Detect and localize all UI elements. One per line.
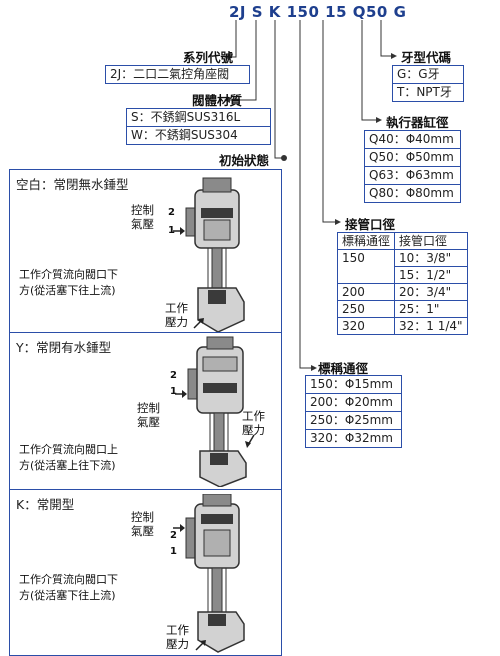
- port-cell: 32：1 1/4": [394, 317, 468, 335]
- port-row: 320 32：1 1/4": [336, 317, 468, 335]
- actuator-row: Q40：Φ40mm: [369, 132, 454, 146]
- port-cell: 250: [336, 300, 396, 318]
- actuator-box: Q40：Φ40mm Q50：Φ50mm Q63：Φ63mm Q80：Φ80mm: [364, 130, 461, 203]
- port-header-row: 標稱通徑 接管口徑: [336, 232, 468, 250]
- port-number: 2: [168, 207, 175, 218]
- panel-title: K：常開型: [16, 497, 75, 512]
- port-header: 接管口徑: [394, 232, 468, 250]
- port-cell: 320: [336, 317, 396, 335]
- port-cell: 10：3/8": [394, 249, 468, 267]
- port-row: 15：1/2": [336, 266, 468, 284]
- port-table: 標稱通徑 接管口徑 150 10：3/8" 15：1/2" 200 20：3/4…: [336, 232, 468, 335]
- series-row: 2J：二口二氣控角座閥: [110, 67, 230, 81]
- work-arrow-icon: [195, 640, 206, 651]
- port-number: 1: [168, 225, 175, 236]
- thread-code-box: G：G牙 T：NPT牙: [392, 65, 464, 102]
- series-box: 2J：二口二氣控角座閥: [105, 65, 250, 84]
- actuator-row: Q50：Φ50mm: [365, 148, 460, 166]
- work-pressure-label: 壓力: [166, 637, 189, 651]
- port-number: 2: [170, 530, 177, 541]
- thread-code-row: T：NPT牙: [393, 83, 463, 101]
- port-cell: 150: [336, 249, 396, 267]
- actuator-row: Q80：Φ80mm: [365, 184, 460, 202]
- valve-cross-section: [173, 494, 245, 653]
- port-cell: [336, 266, 396, 284]
- nominal-row: 200：Φ20mm: [306, 393, 401, 411]
- flow-text-line: 工作介質流向閥口上: [19, 443, 118, 456]
- control-pressure-label: 控制: [131, 203, 154, 217]
- work-pressure-label: 工作: [166, 623, 189, 637]
- valve-cross-section: [173, 177, 245, 332]
- initial-state-title: 初始狀態: [219, 153, 270, 168]
- port-row: 200 20：3/4": [336, 283, 468, 301]
- control-pressure-label: 氣壓: [131, 217, 154, 231]
- control-arrow-icon: [173, 524, 185, 532]
- work-arrow-icon: [245, 434, 255, 448]
- panel-normally-open: K：常開型 工作介質流向閥口下 方(從活塞下往上流) 控制 氣壓 工作 壓力 2…: [9, 489, 282, 656]
- work-pressure-label: 工作: [165, 301, 188, 315]
- port-cell: 20：3/4": [394, 283, 468, 301]
- thread-code-row: G：G牙: [397, 67, 440, 81]
- port-number: 1: [170, 386, 177, 397]
- flow-text-line: 方(從活塞下往上流): [19, 284, 116, 297]
- actuator-title: 執行器缸徑: [386, 115, 449, 130]
- actuator-row: Q63：Φ63mm: [365, 166, 460, 184]
- valve-cross-section: [175, 336, 255, 487]
- flow-text-line: 工作介質流向閥口下: [19, 268, 118, 281]
- port-number: 1: [170, 546, 177, 557]
- work-pressure-label: 壓力: [165, 315, 188, 329]
- control-pressure-label: 氣壓: [131, 524, 154, 538]
- panel-normally-closed-no-hammer: 空白：常閉無水錘型 工作介質流向閥口下 方(從活塞下往上流) 控制 氣壓 工作 …: [9, 169, 282, 335]
- flow-text-line: 工作介質流向閥口下: [19, 573, 118, 586]
- port-row: 250 25：1": [336, 300, 468, 318]
- body-material-box: S：不銹鋼SUS316L W：不銹鋼SUS304: [126, 108, 271, 145]
- panel-normally-closed-water-hammer: Y：常閉有水錘型 工作介質流向閥口上 方(從活塞上往下流) 控制 氣壓 工作 壓…: [9, 332, 282, 491]
- port-cell: 25：1": [394, 300, 468, 318]
- body-material-row: S：不銹鋼SUS316L: [131, 110, 241, 124]
- port-number: 2: [170, 370, 177, 381]
- thread-code-title: 牙型代碼: [401, 50, 452, 65]
- control-arrow-icon: [173, 227, 185, 235]
- work-pressure-label: 壓力: [242, 423, 265, 437]
- port-title: 接管口徑: [345, 217, 396, 232]
- panel-title: Y：常閉有水錘型: [16, 340, 112, 355]
- flow-text-line: 方(從活塞下往上流): [19, 589, 116, 602]
- control-pressure-label: 氣壓: [137, 415, 160, 429]
- work-arrow-icon: [193, 318, 204, 329]
- model-code: 2J S K 150 15 Q50 G: [229, 3, 407, 21]
- nominal-row: 150：Φ15mm: [310, 377, 393, 391]
- control-arrow-icon: [175, 390, 187, 398]
- panel-title: 空白：常閉無水錘型: [16, 177, 129, 192]
- port-header: 標稱通徑: [336, 232, 396, 250]
- work-pressure-label: 工作: [242, 409, 265, 423]
- nominal-title: 標稱通徑: [318, 361, 369, 376]
- nominal-row: 320：Φ32mm: [306, 429, 401, 447]
- port-cell: 200: [336, 283, 396, 301]
- control-pressure-label: 控制: [137, 401, 160, 415]
- port-row: 150 10：3/8": [336, 249, 468, 267]
- port-cell: 15：1/2": [394, 266, 468, 284]
- control-pressure-label: 控制: [131, 510, 154, 524]
- series-title: 系列代號: [183, 50, 234, 65]
- body-material-row: W：不銹鋼SUS304: [127, 126, 270, 144]
- nominal-row: 250：Φ25mm: [306, 411, 401, 429]
- nominal-box: 150：Φ15mm 200：Φ20mm 250：Φ25mm 320：Φ32mm: [305, 375, 402, 448]
- flow-text-line: 方(從活塞上往下流): [19, 459, 116, 472]
- body-material-title: 閥體材質: [192, 93, 243, 108]
